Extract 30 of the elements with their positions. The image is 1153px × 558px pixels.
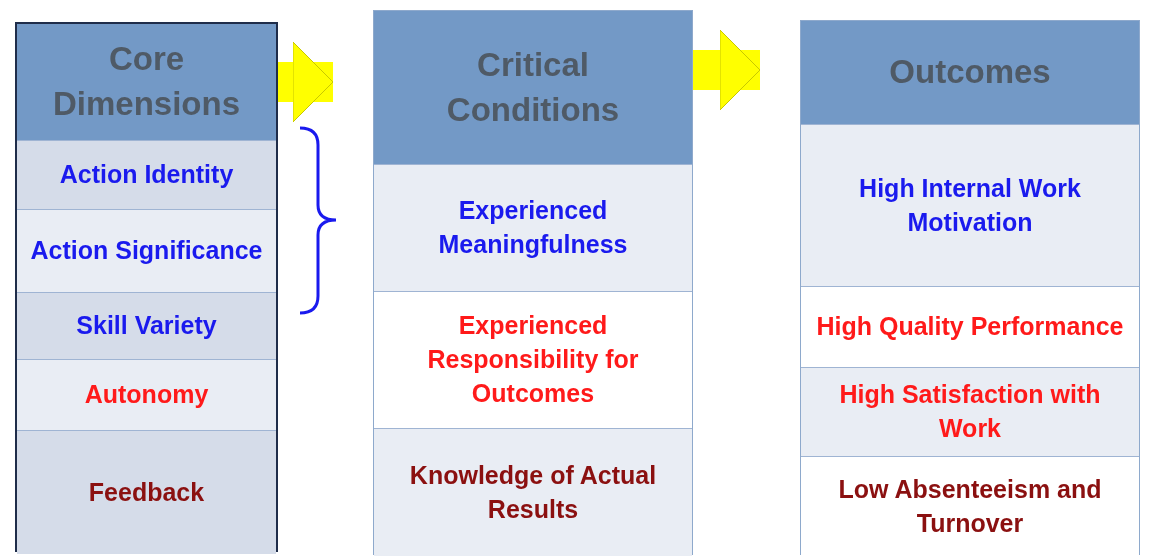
column-heading: Outcomes [801,21,1139,124]
row-label: Experienced Meaningfulness [437,195,629,260]
table-row [17,292,276,359]
row-label: Autonomy [84,379,209,411]
column-panel [373,10,693,555]
table-row [17,140,276,209]
table-row [17,359,276,430]
row-label: High Satisfaction with Work [838,379,1102,444]
row-label: Experienced Responsibility for Outcomes [426,310,640,409]
table-row [17,209,276,292]
row-label: Skill Variety [76,310,217,342]
row-label: Feedback [88,476,205,508]
block-arrow [693,29,761,111]
column-heading: Core Dimensions [17,24,276,140]
table-row [801,124,1139,286]
column-panel [800,20,1140,555]
table-row [801,456,1139,556]
table-row [801,367,1139,456]
row-label: Action Significance [30,235,263,267]
table-row [374,428,692,556]
table-row [17,430,276,554]
row-label: Action Identity [59,159,234,191]
column-heading: Critical Conditions [374,11,692,164]
table-row [374,164,692,291]
row-label: Low Absenteeism and Turnover [837,473,1103,539]
row-label: Knowledge of Actual Results [408,459,658,525]
row-label: High Quality Performance [816,311,1124,343]
block-arrow [278,41,334,123]
column-panel [15,22,278,552]
row-label: High Internal Work Motivation [858,172,1082,238]
